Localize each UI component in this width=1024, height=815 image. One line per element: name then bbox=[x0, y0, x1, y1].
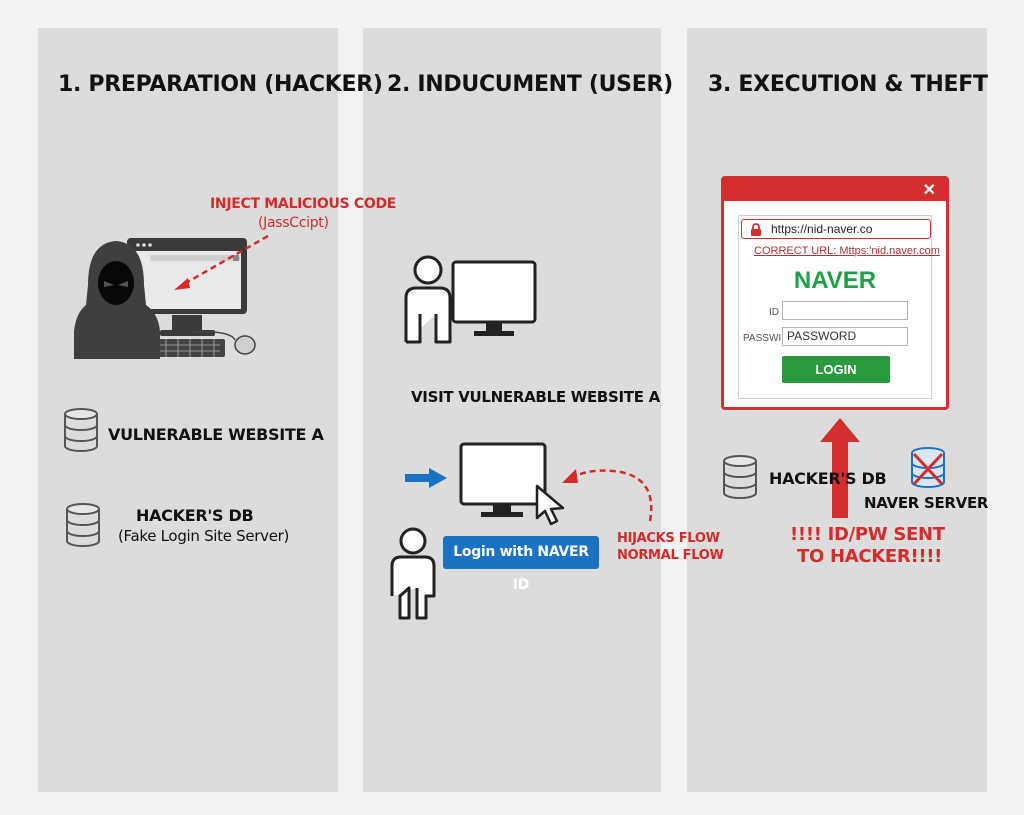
upward-red-arrow bbox=[820, 418, 860, 518]
inject-code-language: (JassCcipt) bbox=[258, 215, 329, 231]
naver-logo: NAVER bbox=[793, 267, 877, 294]
credentials-sent-line1: !!!! ID/PW SENT bbox=[790, 524, 945, 545]
popup-title-bar: ✕ bbox=[724, 179, 946, 201]
phishing-browser-popup: ✕ https://nid-naver.co CORRECT URL: Mttp… bbox=[721, 176, 949, 410]
popup-body bbox=[738, 215, 932, 399]
lock-icon bbox=[751, 223, 761, 236]
user-icon bbox=[390, 527, 436, 620]
database-icon bbox=[66, 503, 100, 547]
hijack-arrow bbox=[562, 469, 653, 522]
visit-website-label: VISIT VULNERABLE WEBSITE A bbox=[411, 388, 660, 406]
hacker-db-label: HACKER'S DB bbox=[769, 469, 887, 488]
database-icon bbox=[723, 455, 757, 499]
blocked-server-icon bbox=[911, 447, 945, 488]
correct-url-note: CORRECT URL: Mttps:'nid.naver.com bbox=[754, 245, 940, 257]
close-icon[interactable]: ✕ bbox=[922, 182, 936, 199]
login-with-naver-button[interactable]: Login with NAVER ID bbox=[443, 536, 599, 593]
login-button[interactable]: LOGIN bbox=[782, 356, 890, 383]
vulnerable-website-label: VULNERABLE WEBSITE A bbox=[108, 425, 324, 444]
password-field-label: PASSWI bbox=[743, 333, 782, 344]
inject-arrow bbox=[174, 234, 269, 290]
hacker-db-description: (Fake Login Site Server) bbox=[118, 527, 290, 545]
url-bar[interactable]: https://nid-naver.co bbox=[741, 219, 931, 239]
panel-inducement bbox=[363, 28, 661, 792]
monitor-with-cursor-icon bbox=[405, 442, 565, 526]
hijacks-flow-label: HIJACKS FLOW bbox=[617, 531, 720, 546]
url-text: https://nid-naver.co bbox=[771, 222, 873, 236]
credentials-sent-line2: TO HACKER!!!! bbox=[797, 546, 943, 567]
database-icon bbox=[64, 408, 98, 452]
inject-code-label: INJECT MALICIOUS CODE bbox=[210, 196, 397, 212]
panel-title-execution: 3. EXECUTION & THEFT bbox=[708, 72, 988, 97]
user-at-computer-icon bbox=[404, 255, 537, 344]
id-field[interactable] bbox=[782, 301, 908, 320]
panel-title-preparation: 1. PREPARATION (HACKER) bbox=[58, 72, 383, 97]
normal-flow-label: NORMAL FLOW bbox=[617, 548, 724, 563]
id-field-label: ID bbox=[769, 307, 779, 318]
panel-execution bbox=[687, 28, 987, 792]
panel-title-inducement: 2. INDUCUMENT (USER) bbox=[387, 72, 673, 97]
hacker-computer-icon bbox=[74, 238, 256, 359]
hacker-db-label: HACKER'S DB bbox=[136, 506, 254, 525]
naver-server-label: NAVER SERVER bbox=[864, 494, 989, 512]
password-field[interactable]: PASSWORD bbox=[782, 327, 908, 346]
